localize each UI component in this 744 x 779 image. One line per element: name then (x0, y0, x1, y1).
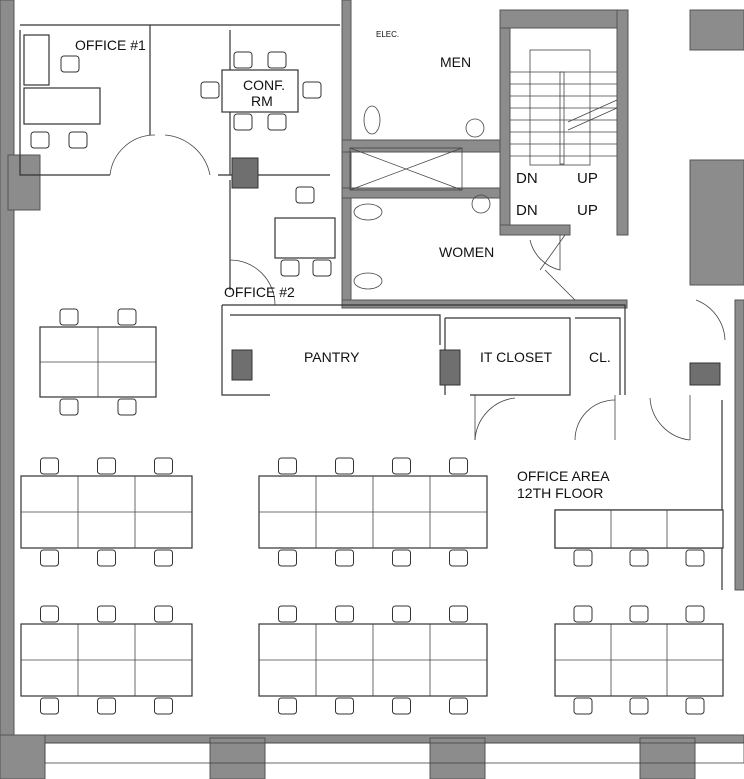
chair-icon (278, 697, 297, 715)
chair-icon (117, 308, 137, 326)
chair-icon (40, 457, 59, 475)
chair-icon (154, 697, 173, 715)
chair-icon (335, 605, 354, 623)
chair-icon (30, 131, 50, 149)
chair-icon (97, 697, 116, 715)
chair-icon (302, 81, 322, 99)
chair-icon (154, 457, 173, 475)
fixtures (23, 34, 721, 386)
chair-icon (449, 457, 468, 475)
chair-icon (97, 549, 116, 567)
chair-icon (278, 549, 297, 567)
label-it-closet: IT CLOSET (480, 349, 553, 365)
chair-icon (154, 605, 173, 623)
label-stair-dn: DN (516, 170, 538, 187)
label-office-area: OFFICE AREA (517, 468, 610, 484)
chair-icon (685, 549, 705, 567)
label-conf-rm-2: RM (251, 93, 273, 109)
chair-icon (629, 605, 649, 623)
sink-icon (471, 194, 491, 214)
chair-icon (392, 549, 411, 567)
chair-icon (312, 259, 332, 277)
chair-icon (267, 113, 287, 131)
chair-icon (449, 549, 468, 567)
label-stair-up: UP (577, 170, 598, 187)
toilet-icon (363, 105, 381, 135)
workstations (20, 51, 724, 715)
label-women: WOMEN (439, 244, 494, 260)
chair-icon (200, 81, 220, 99)
partitions (19, 24, 726, 590)
chair-icon (40, 605, 59, 623)
chair-icon (40, 549, 59, 567)
toilet-icon (353, 203, 383, 221)
sink-icon (465, 118, 485, 138)
toilet-icon (353, 272, 383, 290)
chair-icon (97, 457, 116, 475)
label-office-2: OFFICE #2 (224, 284, 295, 300)
chair-icon (573, 549, 593, 567)
chair-icon (392, 605, 411, 623)
chair-icon (40, 697, 59, 715)
chair-icon (97, 605, 116, 623)
label-stair-dn-2: DN (516, 202, 538, 219)
chair-icon (335, 457, 354, 475)
desk-cluster (554, 509, 724, 549)
chair-icon (280, 259, 300, 277)
chair-icon (295, 186, 315, 204)
chair-icon (68, 131, 88, 149)
chair-icon (573, 697, 593, 715)
label-men: MEN (440, 54, 471, 70)
chair-icon (573, 605, 593, 623)
chair-icon (233, 51, 253, 69)
chair-icon (449, 697, 468, 715)
chair-icon (278, 457, 297, 475)
chair-icon (685, 697, 705, 715)
chair-icon (449, 605, 468, 623)
chair-icon (335, 549, 354, 567)
label-office-area-floor: 12TH FLOOR (517, 485, 603, 501)
label-closet: CL. (589, 349, 611, 365)
label-conf-rm: CONF. (243, 77, 285, 93)
label-office-1: OFFICE #1 (75, 37, 146, 53)
chair-icon (117, 398, 137, 416)
chair-icon (233, 113, 253, 131)
chair-icon (59, 308, 79, 326)
chair-icon (685, 605, 705, 623)
label-elec: ELEC. (376, 30, 399, 39)
chair-icon (267, 51, 287, 69)
chair-icon (392, 457, 411, 475)
chair-icon (278, 605, 297, 623)
chair-icon (59, 398, 79, 416)
label-stair-up-2: UP (577, 202, 598, 219)
chair-icon (629, 697, 649, 715)
chair-icon (629, 549, 649, 567)
label-pantry: PANTRY (304, 349, 360, 365)
chair-icon (60, 55, 80, 73)
chair-icon (335, 697, 354, 715)
chair-icon (392, 697, 411, 715)
chair-icon (154, 549, 173, 567)
